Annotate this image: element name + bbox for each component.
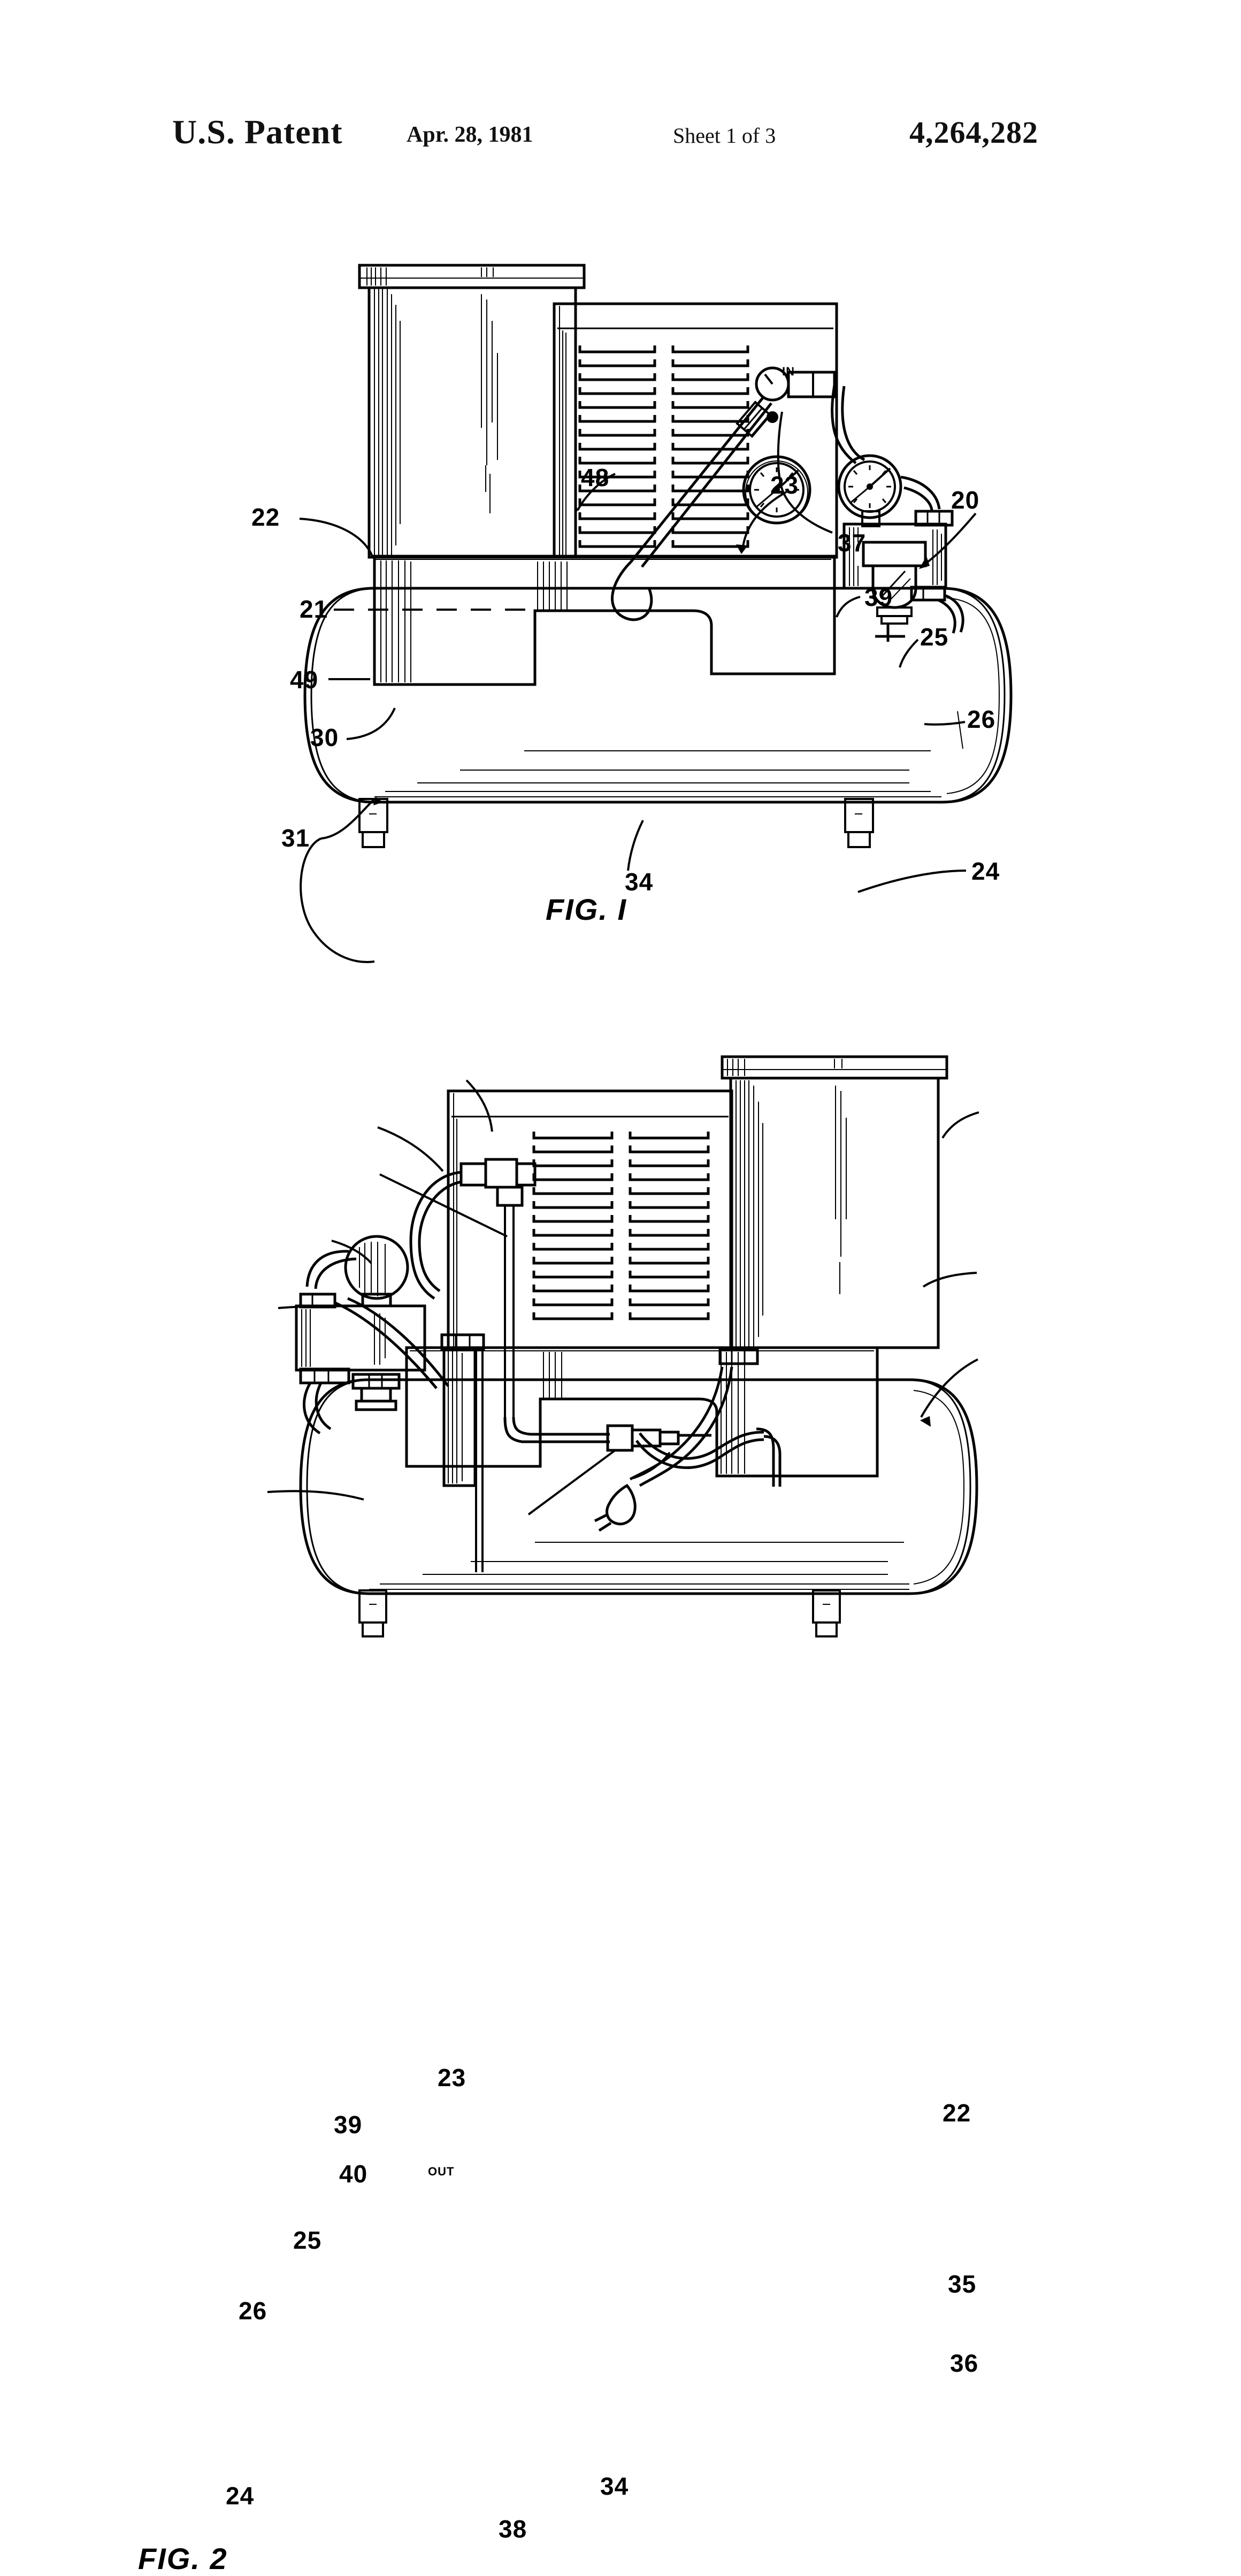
mount-post [440,1333,485,1572]
patent-header: U.S. Patent Apr. 28, 1981 Sheet 1 of 3 4… [0,112,1241,171]
figure-2-drawing [267,1055,979,1637]
pressure-switch [295,1293,449,1435]
unloader-valve [305,1235,409,1308]
ref-numeral-24-fig1: 24 [971,857,1000,885]
figure-1-drawing [299,264,1013,963]
hose-39 [831,385,865,464]
lower-hose-run [503,1417,711,1452]
figure-1-caption: FIG. I [546,893,627,926]
ref-numeral-25-fig2: 25 [293,2226,322,2254]
ref-numeral-30-fig1: 30 [310,724,339,751]
patent-date: Apr. 28, 1981 [407,122,533,147]
compressor-housing [553,302,838,559]
ref-numeral-38-fig2: 38 [499,2515,527,2543]
ref-numeral-35-fig2: 35 [948,2270,977,2298]
motor-column [718,1055,948,1365]
tank-foot-right [844,798,874,848]
ref-numeral-22-fig1: 22 [251,503,280,531]
ref-numeral-26-fig2: 26 [239,2297,267,2325]
ref-numeral-26-fig1: 26 [967,705,996,733]
ref-numeral-23-fig1: 23 [770,471,799,499]
ref-numeral-23-fig2: 23 [438,2064,466,2091]
sheet-number: Sheet 1 of 3 [673,124,776,148]
figure-1: 22 21 49 30 31 48 23 20 37 39 25 26 34 2… [0,214,1241,1016]
pressure-gauge-right [837,454,902,519]
ref-numeral-37-fig1: 37 [838,529,867,557]
ref-numeral-39-fig1: 39 [864,583,893,611]
ref-numeral-22-fig2: 22 [943,2099,971,2127]
hose-39 [409,1171,462,1300]
ref-numeral-48-fig1: 48 [581,464,610,491]
louver-grille-right [629,1132,710,1320]
ref-numeral-49-fig1: 49 [290,666,319,694]
ref-numeral-24-fig2: 24 [226,2482,255,2510]
air-tank [303,587,1013,804]
ref-numeral-21-fig1: 21 [300,595,328,623]
leader-lines [299,411,977,963]
regulator-block [842,475,964,634]
ref-numeral-34-fig2: 34 [600,2472,629,2500]
ref-numeral-20-fig1: 20 [951,486,980,514]
air-tank [299,1378,978,1595]
power-cord [594,1366,733,1532]
tank-feed-hose [756,1427,782,1487]
motor-column [358,264,586,559]
louver-grille-left [532,1132,614,1320]
tank-foot-left [358,798,388,848]
louver-grille-left [578,345,656,548]
figure-2-caption: FIG. 2 [138,2542,228,2575]
ref-numeral-25-fig1: 25 [920,623,949,651]
ref-numeral-36-fig2: 36 [950,2349,979,2377]
outlet-fitting [459,1158,537,1417]
tank-foot-left [358,1589,387,1637]
ref-numeral-31-fig1: 31 [281,824,310,852]
tank-foot-right [812,1589,841,1637]
ref-numeral-40-fig2: 40 [339,2160,368,2188]
ref-numeral-34-fig1: 34 [625,868,654,896]
ref-numeral-39-fig2: 39 [334,2111,363,2139]
patent-number: 4,264,282 [909,115,1038,150]
outlet-port-label: OUT [428,2165,455,2178]
figure-2: 23 39 40 25 26 24 38 34 22 35 36 OUT FIG… [0,1005,1241,2575]
leader-lines [267,1079,979,1516]
patent-office-title: U.S. Patent [172,113,343,151]
hose-34 [635,1431,764,1470]
inlet-fitting [611,366,836,621]
tank-inlet-pipe [875,624,905,642]
inlet-port-label: IN [782,365,795,378]
base-plate [373,555,836,686]
compressor-housing [447,1089,733,1349]
